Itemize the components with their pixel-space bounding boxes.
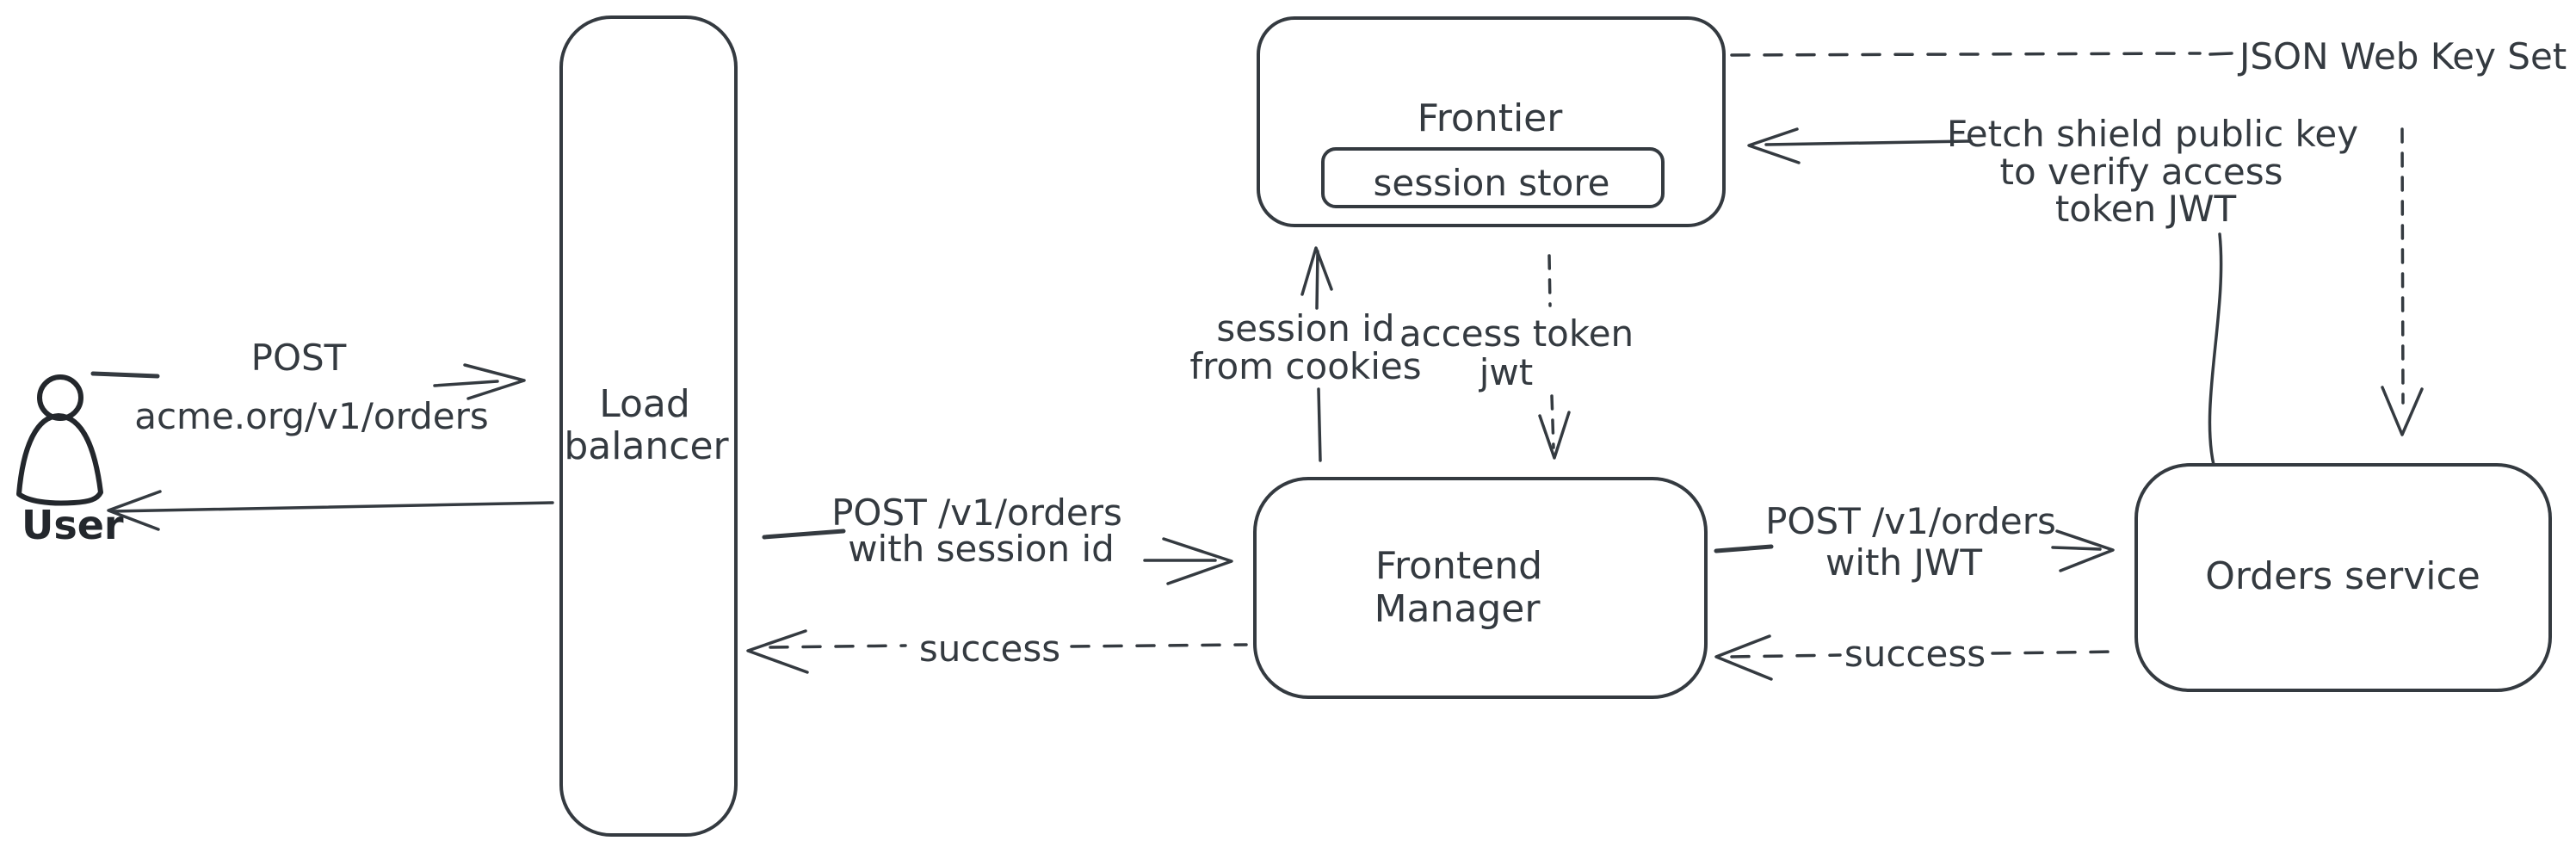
node-load-balancer: Load balancer [559, 15, 738, 837]
edge-fm-to-orders-lead [1714, 544, 1774, 553]
edge-fm-to-orders-arrowhead-icon [2055, 529, 2115, 572]
edge-orders-to-fm-dash-left [1730, 653, 1842, 658]
load-balancer-label-line1: Load [599, 382, 690, 426]
frontend-manager-label-line2: Manager [1374, 587, 1541, 631]
edge-frontier-to-fm-label-line2: jwt [1479, 351, 1534, 393]
edge-lb-to-user-arrowhead-icon [107, 490, 162, 531]
edge-frontier-to-fm-arrowhead-icon [1538, 411, 1571, 460]
edge-lb-to-user-shaft [110, 501, 554, 513]
edge-lb-to-fm: POST /v1/orders with session id [762, 492, 1233, 585]
node-user: User [16, 374, 124, 548]
load-balancer-box [559, 15, 738, 837]
edge-frontier-to-fm-label-line1: access token [1399, 312, 1634, 355]
edge-fm-to-lb-success: success [746, 628, 1248, 674]
edge-orders-to-fm-success: success [1714, 633, 2121, 681]
edge-orders-to-frontier-shaft [1764, 139, 1973, 146]
edge-fm-to-lb-dash-left [769, 644, 907, 649]
edge-jwks-to-orders-arrowhead-icon [2381, 386, 2424, 436]
edge-frontier-to-jwks-lead [2208, 52, 2233, 56]
edge-orders-to-frontier-fetch-key: Fetch shield public key to verify access… [1747, 113, 2358, 467]
edge-user-to-lb-lead [90, 371, 160, 379]
edge-orders-to-fm-label: success [1844, 633, 1986, 675]
edge-fm-to-orders-label-line2: with JWT [1825, 541, 1982, 584]
edge-user-to-lb-shaft [433, 380, 499, 387]
edge-lb-to-fm-lead [762, 529, 846, 540]
orders-service-box [2134, 463, 2552, 692]
edge-orders-to-frontier-curve [2208, 232, 2223, 467]
edge-orders-to-frontier-label-line2: to verify access [2000, 151, 2283, 193]
user-body-icon [16, 413, 103, 506]
edge-orders-to-frontier-label-line1: Fetch shield public key [1947, 113, 2358, 155]
edge-user-to-lb: POST acme.org/v1/orders [90, 337, 526, 437]
session-store-box [1321, 147, 1665, 208]
edge-lb-to-fm-label-line2: with session id [848, 528, 1115, 570]
edge-fm-to-lb-label: success [919, 628, 1060, 670]
edge-frontier-to-fm-access-token: access token jwt [1399, 254, 1634, 460]
orders-service-label: Orders service [2205, 554, 2480, 598]
edge-fm-to-orders: POST /v1/orders with JWT [1714, 500, 2115, 584]
edge-orders-to-fm-dash-right [1991, 650, 2121, 655]
edge-fm-to-orders-shaft [2051, 546, 2102, 551]
jwks-label: JSON Web Key Set [2237, 35, 2567, 77]
edge-jwks-to-orders [2381, 127, 2424, 436]
edge-fm-to-lb-arrowhead-icon [746, 629, 809, 674]
edge-orders-to-frontier-label-line3: token JWT [2055, 188, 2237, 230]
edge-fm-to-orders-label-line1: POST /v1/orders [1765, 500, 2056, 542]
user-label: User [22, 502, 124, 548]
edge-user-to-lb-arrowhead-icon [463, 363, 526, 400]
edge-lb-to-fm-arrowhead-icon [1162, 537, 1233, 585]
frontier-label: Frontier [1418, 96, 1564, 140]
user-head-icon [37, 374, 83, 421]
edge-user-to-lb-label-line1: POST [251, 337, 347, 379]
frontend-manager-box [1253, 477, 1708, 699]
edge-user-to-lb-label-line2: acme.org/v1/orders [134, 395, 489, 437]
edge-lb-to-user [107, 490, 554, 531]
edge-fm-to-frontier-session-id: session id from cookies [1189, 246, 1422, 462]
edge-jwks-to-orders-dash [2400, 127, 2405, 405]
edge-frontier-to-fm-dash-upper [1547, 254, 1552, 307]
edge-fm-to-lb-dash-right [1070, 643, 1248, 648]
edge-fm-to-frontier-label-line2: from cookies [1189, 345, 1421, 387]
edge-lb-to-fm-label-line1: POST /v1/orders [831, 492, 1122, 534]
frontend-manager-label-line1: Frontend [1375, 544, 1542, 588]
session-store-label: session store [1373, 162, 1609, 204]
edge-orders-to-frontier-arrowhead-icon [1747, 127, 1801, 164]
node-frontend-manager: Frontend Manager [1253, 477, 1708, 699]
edge-orders-to-fm-arrowhead-icon [1714, 634, 1773, 681]
edge-fm-to-frontier-label-line1: session id [1216, 307, 1394, 349]
edge-frontier-to-jwks-dash [1730, 52, 2202, 57]
node-orders-service: Orders service [2134, 463, 2552, 692]
node-frontier: Frontier session store [1257, 16, 1726, 227]
edge-frontier-to-jwks [1730, 52, 2233, 57]
load-balancer-label-line2: balancer [564, 424, 729, 468]
edge-fm-to-frontier-shaft-lower [1317, 387, 1322, 462]
edge-fm-to-frontier-arrowhead-icon [1300, 246, 1333, 296]
edge-frontier-to-fm-dash-lower [1550, 394, 1555, 449]
edge-fm-to-frontier-shaft-upper [1315, 250, 1319, 310]
